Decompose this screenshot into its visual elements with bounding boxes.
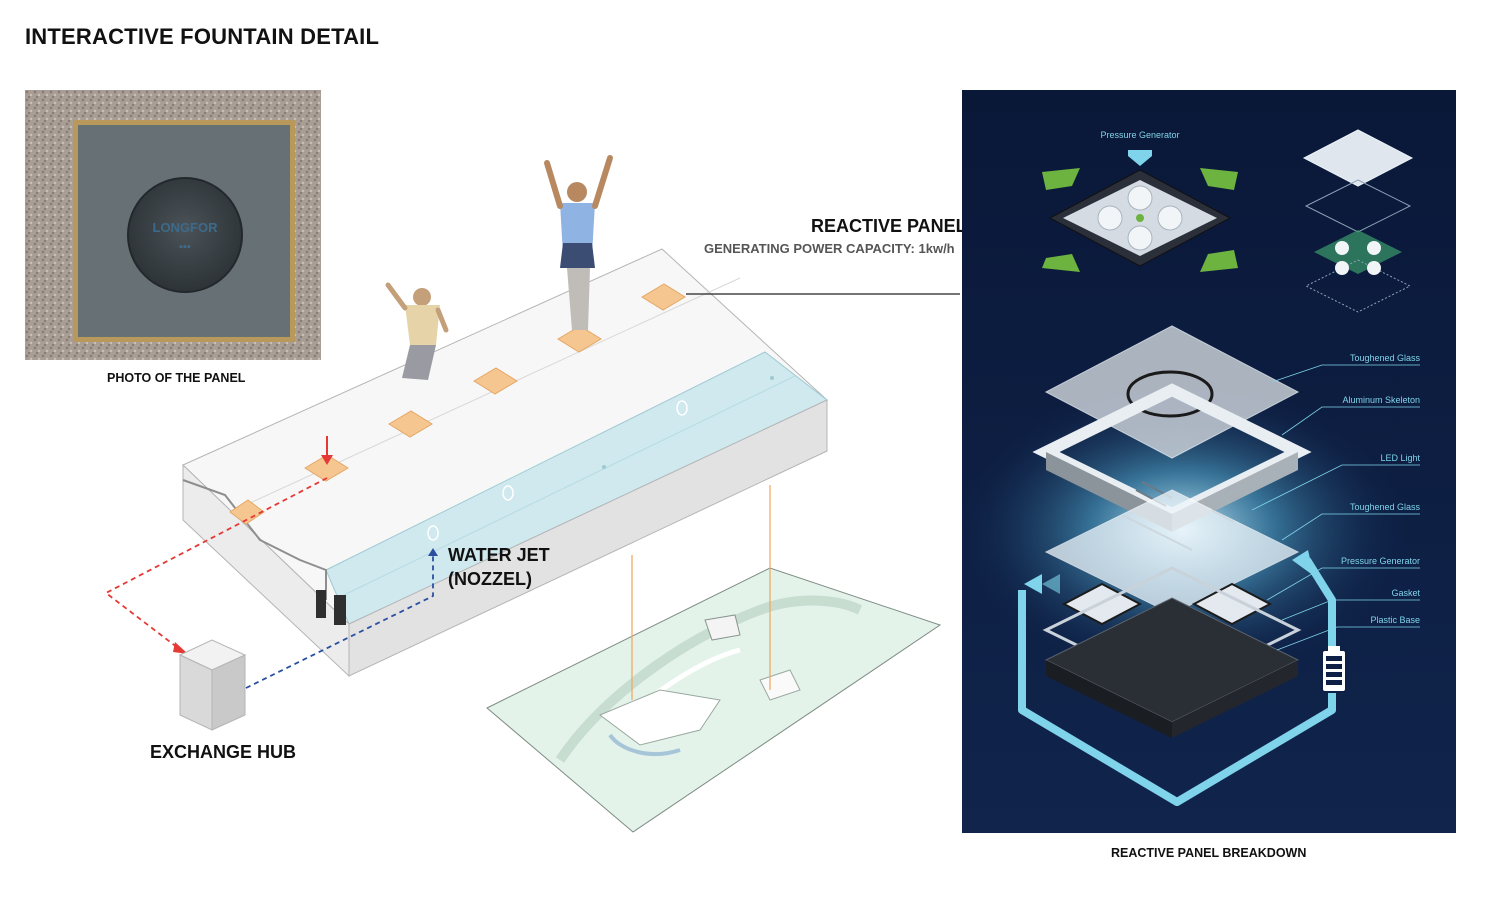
chevron-left-icon (1024, 574, 1042, 594)
breakdown-illustration: Pressure Generator (952, 90, 1456, 833)
arrow-icon (1042, 168, 1080, 190)
top-pressure-label: Pressure Generator (1100, 130, 1179, 140)
cycle-arrowhead-icon (1292, 550, 1314, 576)
layer-label: Pressure Generator (1341, 556, 1420, 566)
energy-cycle-arrow (1018, 557, 1336, 806)
direction-arrows (1042, 168, 1238, 272)
nozzle-icon (676, 400, 688, 416)
panel-photo-image: LONGFOR ▪▪▪ (25, 90, 321, 360)
jumping-man-figure (544, 155, 613, 330)
pressure-arrow (321, 436, 333, 465)
small-exploded-stack (1302, 129, 1414, 313)
reactive-panel-title: REACTIVE PANEL (811, 216, 967, 236)
site-map-plane (486, 485, 942, 833)
trigger-pad[interactable] (229, 499, 265, 525)
fountain-block (182, 248, 828, 678)
trigger-pad[interactable] (388, 410, 433, 438)
photo-caption: PHOTO OF THE PANEL (107, 371, 246, 385)
breakdown-caption: REACTIVE PANEL BREAKDOWN (1111, 846, 1307, 860)
water-jet-label: WATER JET (NOZZEL) (448, 545, 550, 589)
panel-photo: LONGFOR ▪▪▪ (25, 90, 321, 360)
fountain-isometric-diagram (104, 155, 960, 833)
nozzle-icon (427, 525, 439, 541)
photo-logo-text: LONGFOR (153, 220, 219, 235)
down-arrow-icon (1128, 150, 1152, 166)
layer-leader-lines (1251, 364, 1420, 651)
layer-plastic-base (1044, 597, 1300, 738)
svg-text:▪▪▪: ▪▪▪ (179, 241, 191, 253)
page-title: INTERACTIVE FOUNTAIN DETAIL (25, 24, 380, 49)
trigger-pad[interactable] (641, 283, 686, 311)
arrow-icon (1200, 168, 1238, 190)
layer-label: Aluminum Skeleton (1342, 395, 1420, 405)
trigger-pad[interactable] (473, 367, 518, 395)
layer-label: Toughened Glass (1350, 502, 1421, 512)
nozzle-markers (427, 376, 774, 541)
arrow-icon (1200, 250, 1238, 272)
layer-label: Gasket (1391, 588, 1420, 598)
exchange-hub-box (178, 639, 247, 731)
layer-label: Toughened Glass (1350, 353, 1421, 363)
red-signal-line (104, 477, 328, 654)
reactive-panel-capacity: GENERATING POWER CAPACITY: 1kw/h (704, 241, 955, 256)
layer-label: Plastic Base (1370, 615, 1420, 625)
trigger-pad[interactable] (304, 454, 349, 482)
nozzle-icon (502, 485, 514, 501)
jumping-child-figure (385, 282, 449, 380)
layer-label: LED Light (1380, 453, 1420, 463)
chevron-left-icon (1042, 574, 1060, 594)
battery-icon (1321, 646, 1347, 693)
trigger-pads (229, 283, 686, 525)
pressure-generator-tile (1048, 169, 1232, 267)
arrow-icon (1042, 254, 1080, 272)
blue-water-line (245, 548, 438, 689)
trigger-pad[interactable] (557, 325, 602, 353)
breakdown-panel: Pressure Generator (952, 90, 1456, 833)
exchange-hub-label: EXCHANGE HUB (150, 742, 297, 762)
